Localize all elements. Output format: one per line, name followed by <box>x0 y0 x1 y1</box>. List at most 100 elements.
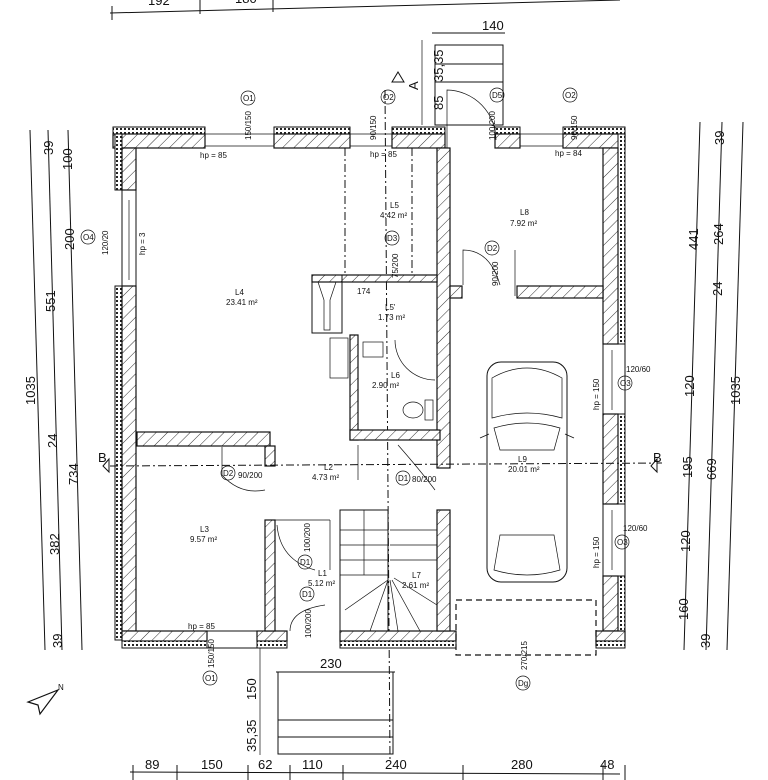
room-id: L8 <box>520 208 529 217</box>
exterior-walls <box>112 126 626 656</box>
dim-label: 140 <box>482 18 504 33</box>
opening-tag: O4 <box>83 233 94 242</box>
dim-label: 441 <box>686 228 701 250</box>
dim-label: 89 <box>145 757 159 772</box>
front-entry-steps: 230 150 35,35 <box>244 648 395 755</box>
section-marker-b: B B <box>98 450 666 474</box>
opening-tag: D2 <box>487 244 498 253</box>
dim-label: 150 <box>244 678 259 700</box>
dim-label: 174 <box>357 287 371 296</box>
dim-label: 551 <box>43 290 58 312</box>
sill-height: hp = 84 <box>555 149 582 158</box>
section-label: B <box>98 450 107 465</box>
opening-tag: O1 <box>205 674 216 683</box>
room-area: 2.90 m² <box>372 381 399 390</box>
north-label: N <box>58 683 64 692</box>
dim-label: 35,35 <box>431 49 446 82</box>
opening-size: 90/200 <box>238 471 263 480</box>
opening-tag: O2 <box>383 93 394 102</box>
dim-label: 120 <box>682 375 697 397</box>
dim-label: 62 <box>258 757 272 772</box>
door-swings <box>221 89 516 632</box>
room-area: 23.41 m² <box>226 298 258 307</box>
dim-label: 39 <box>712 131 727 145</box>
dim-label: 39 <box>698 634 713 648</box>
opening-tag: Dg <box>518 679 528 688</box>
opening-tag: D3 <box>387 234 398 243</box>
dim-label: 1035 <box>23 376 38 405</box>
top-dimension-line: 192 180 <box>109 0 621 20</box>
opening-marker: Dg 270/215 <box>515 641 531 691</box>
room-area: 9.57 m² <box>190 535 217 544</box>
right-dimension-lines: 39 264 441 24 120 1035 195 669 120 160 3… <box>676 121 744 651</box>
dim-label: 200 <box>62 228 77 250</box>
room-id: L2 <box>324 463 333 472</box>
dim-label: 1035 <box>728 376 743 405</box>
opening-size: 80/200 <box>412 475 437 484</box>
opening-tag: D1 <box>398 474 409 483</box>
bottom-dimension-line: 89 150 62 110 240 280 48 <box>129 757 626 780</box>
north-arrow-icon: N <box>26 683 64 716</box>
room-id: L7 <box>412 571 421 580</box>
opening-tag: O2 <box>565 91 576 100</box>
room-area: 20.01 m² <box>508 465 540 474</box>
opening-size: 90/200 <box>491 261 500 286</box>
room-id: L5 <box>390 201 399 210</box>
room-area: 4.73 m² <box>312 473 339 482</box>
sill-height: hp = 85 <box>370 150 397 159</box>
opening-size: 75/200 <box>391 253 400 278</box>
sill-heights: hp = 85 hp = 85 hp = 84 hp = 85 hp = 3 h… <box>138 149 601 631</box>
dim-label: 24 <box>45 434 60 448</box>
dim-label: 669 <box>704 458 719 480</box>
room-id: L3 <box>200 525 209 534</box>
dim-label: 382 <box>47 533 62 555</box>
opening-tag: D5 <box>492 91 503 100</box>
opening-marker: D3 75/200 <box>384 230 400 278</box>
opening-tag: D1 <box>302 590 313 599</box>
opening-size: 90/150 <box>369 115 378 140</box>
left-dimension-lines: 39 100 200 551 1035 24 734 382 39 <box>23 129 83 651</box>
room-id: L5' <box>385 303 396 312</box>
rear-entry-steps: 140 35,35 85 <box>421 18 505 126</box>
dim-label: 35,35 <box>244 719 259 752</box>
room-id: L9 <box>518 455 527 464</box>
opening-tag: O3 <box>620 379 631 388</box>
sill-height: hp = 150 <box>592 378 601 410</box>
sill-height: hp = 85 <box>188 622 215 631</box>
opening-marker: O2 90/150 <box>562 87 579 140</box>
section-label: B <box>653 450 662 465</box>
dim-label: 39 <box>50 634 65 648</box>
opening-tag: D1 <box>300 558 311 567</box>
opening-marker: D1 100/200 <box>297 523 313 570</box>
dim-label: 180 <box>235 0 257 6</box>
section-marker-a: A <box>384 71 421 761</box>
interior-walls <box>136 147 604 632</box>
room-id: L4 <box>235 288 244 297</box>
opening-size: 270/215 <box>520 641 529 670</box>
sill-height: hp = 3 <box>138 232 147 255</box>
dim-label: 734 <box>66 463 81 485</box>
dim-label: 160 <box>676 598 691 620</box>
dim-label: 100 <box>60 148 75 170</box>
room-area: 5.12 m² <box>308 579 335 588</box>
dim-label: 195 <box>680 456 695 478</box>
opening-marker: O2 90/150 <box>369 89 396 140</box>
dim-label: 85 <box>431 96 446 110</box>
opening-size: 90/150 <box>570 115 579 140</box>
opening-size: 100/200 <box>303 523 312 552</box>
sill-height: hp = 150 <box>592 536 601 568</box>
car-symbol <box>479 361 575 583</box>
room-area: 4.42 m² <box>380 211 407 220</box>
section-label: A <box>406 81 421 90</box>
opening-marker: O3 120/60 <box>617 365 651 391</box>
opening-marker: D2 90/200 <box>484 240 500 286</box>
opening-size: 120/60 <box>626 365 651 374</box>
opening-size: 120/60 <box>623 524 648 533</box>
